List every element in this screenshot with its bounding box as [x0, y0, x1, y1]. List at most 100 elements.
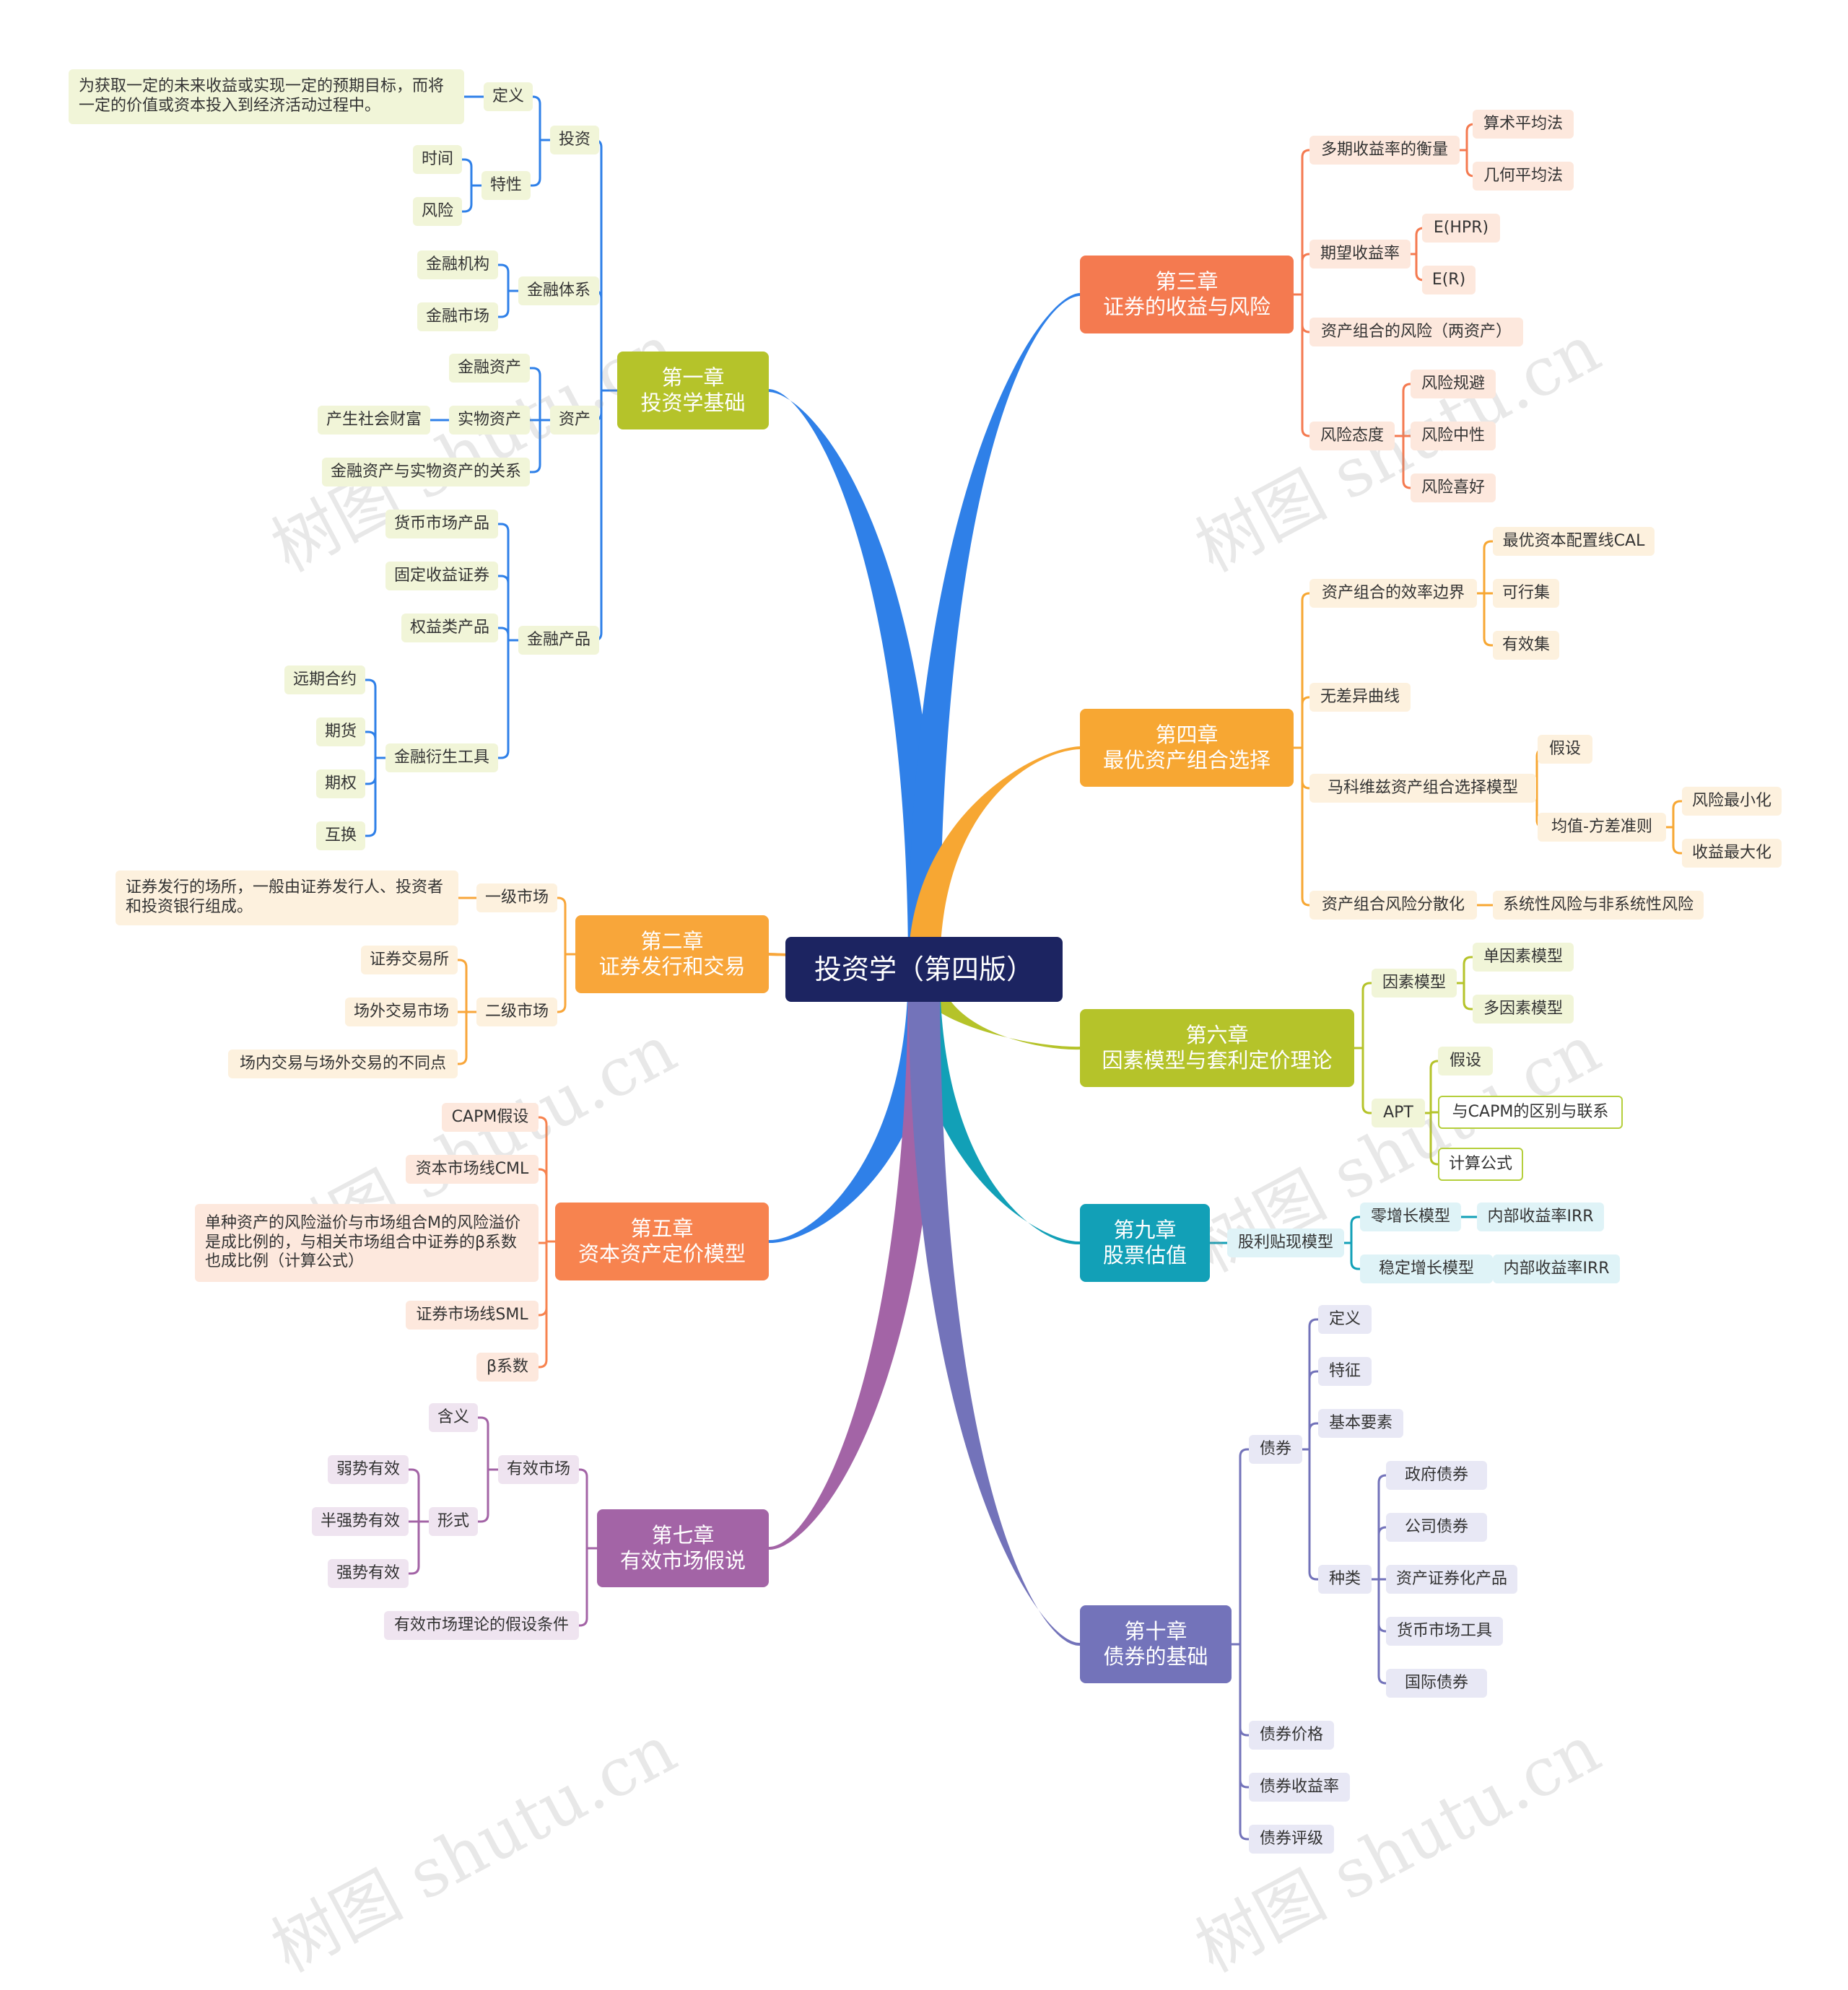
- node-geometric-average[interactable]: 几何平均法: [1473, 162, 1574, 191]
- node-option[interactable]: 期权: [316, 769, 365, 798]
- node-max-return[interactable]: 收益最大化: [1682, 839, 1782, 868]
- node-cml[interactable]: 资本市场线CML: [406, 1155, 539, 1184]
- node-mean-variance[interactable]: 均值-方差准则: [1538, 813, 1666, 842]
- node-feasible-set[interactable]: 可行集: [1493, 579, 1559, 608]
- node-risk[interactable]: 风险: [413, 197, 462, 226]
- node-derivatives[interactable]: 金融衍生工具: [385, 743, 498, 772]
- node-government-bond[interactable]: 政府债券: [1386, 1461, 1487, 1490]
- node-meaning[interactable]: 含义: [429, 1403, 478, 1432]
- root-topic[interactable]: 投资学（第四版）: [785, 937, 1063, 1002]
- node-apt-vs-capm[interactable]: 与CAPM的区别与联系: [1438, 1096, 1623, 1129]
- node-emh-assumptions[interactable]: 有效市场理论的假设条件: [384, 1611, 579, 1640]
- chapter-3[interactable]: 第三章 证券的收益与风险: [1080, 256, 1294, 333]
- node-efficient-market[interactable]: 有效市场: [498, 1455, 579, 1484]
- node-bond-types[interactable]: 种类: [1318, 1565, 1372, 1594]
- node-zero-growth-irr[interactable]: 内部收益率IRR: [1477, 1203, 1604, 1231]
- connector-line: [458, 959, 468, 1012]
- node-risk-neutral[interactable]: 风险中性: [1411, 422, 1496, 450]
- node-invest[interactable]: 投资: [550, 126, 599, 154]
- node-equity-products[interactable]: 权益类产品: [401, 614, 498, 642]
- node-multi-period-return[interactable]: 多期收益率的衡量: [1309, 136, 1460, 165]
- node-international-bond[interactable]: 国际债券: [1386, 1669, 1487, 1698]
- node-corporate-bond[interactable]: 公司债券: [1386, 1513, 1487, 1542]
- node-apt-formula[interactable]: 计算公式: [1438, 1148, 1523, 1181]
- node-dividend-discount-model[interactable]: 股利贴现模型: [1227, 1229, 1344, 1257]
- node-bond-definition[interactable]: 定义: [1318, 1305, 1372, 1334]
- chapter-1[interactable]: 第一章 投资学基础: [617, 352, 769, 429]
- chapter-7[interactable]: 第七章 有效市场假说: [597, 1509, 769, 1587]
- node-expected-return[interactable]: 期望收益率: [1309, 240, 1411, 269]
- node-primary-market[interactable]: 一级市场: [476, 883, 557, 912]
- node-risk-averse[interactable]: 风险规避: [1411, 370, 1496, 398]
- node-secondary-market[interactable]: 二级市场: [476, 998, 557, 1026]
- node-risk-loving[interactable]: 风险喜好: [1411, 474, 1496, 502]
- node-primary-market-text[interactable]: 证券发行的场所，一般由证券发行人、投资者 和投资银行组成。: [116, 870, 458, 925]
- node-portfolio-risk[interactable]: 资产组合的风险（两资产）: [1309, 318, 1523, 346]
- node-financial-asset[interactable]: 金融资产: [449, 354, 530, 383]
- node-bond-price[interactable]: 债券价格: [1249, 1721, 1334, 1750]
- node-risk-attitude[interactable]: 风险态度: [1309, 422, 1395, 450]
- node-beta[interactable]: β系数: [476, 1353, 539, 1382]
- chapter-4[interactable]: 第四章 最优资产组合选择: [1080, 709, 1294, 787]
- node-asset[interactable]: 资产: [550, 406, 599, 435]
- node-capm-assumptions[interactable]: CAPM假设: [442, 1103, 539, 1132]
- node-bond-elements[interactable]: 基本要素: [1318, 1409, 1403, 1438]
- node-constant-growth[interactable]: 稳定增长模型: [1360, 1254, 1493, 1283]
- node-ehpr[interactable]: E(HPR): [1422, 214, 1500, 243]
- node-zero-growth[interactable]: 零增长模型: [1360, 1203, 1461, 1231]
- node-futures[interactable]: 期货: [316, 717, 365, 746]
- node-apt[interactable]: APT: [1372, 1099, 1425, 1127]
- node-diversification[interactable]: 资产组合风险分散化: [1309, 891, 1477, 920]
- node-fixed-income[interactable]: 固定收益证券: [385, 562, 498, 590]
- node-sml[interactable]: 证券市场线SML: [406, 1301, 539, 1330]
- node-er[interactable]: E(R): [1422, 266, 1476, 294]
- node-bond-features[interactable]: 特征: [1318, 1357, 1372, 1386]
- node-factor-model[interactable]: 因素模型: [1372, 969, 1457, 998]
- node-forms[interactable]: 形式: [429, 1507, 478, 1536]
- node-time[interactable]: 时间: [413, 145, 462, 174]
- node-systematic-risk[interactable]: 系统性风险与非系统性风险: [1493, 891, 1704, 920]
- node-forward[interactable]: 远期合约: [284, 665, 365, 694]
- node-multi-factor[interactable]: 多因素模型: [1473, 995, 1574, 1024]
- node-real-asset[interactable]: 实物资产: [449, 406, 530, 435]
- node-asset-relation[interactable]: 金融资产与实物资产的关系: [322, 458, 530, 486]
- node-apt-assumptions[interactable]: 假设: [1438, 1047, 1493, 1075]
- node-indifference-curve[interactable]: 无差异曲线: [1309, 683, 1411, 712]
- node-markowitz-assumptions[interactable]: 假设: [1538, 735, 1592, 764]
- node-bond-rating[interactable]: 债券评级: [1249, 1825, 1334, 1854]
- node-efficient-set[interactable]: 有效集: [1493, 631, 1559, 660]
- node-financial-products[interactable]: 金融产品: [518, 626, 599, 655]
- node-money-market-products[interactable]: 货币市场产品: [385, 510, 498, 538]
- node-asset-backed[interactable]: 资产证券化产品: [1386, 1565, 1517, 1594]
- node-efficient-frontier[interactable]: 资产组合的效率边界: [1309, 579, 1477, 608]
- chapter-2[interactable]: 第二章 证券发行和交易: [575, 915, 769, 993]
- node-constant-growth-irr[interactable]: 内部收益率IRR: [1493, 1254, 1620, 1283]
- chapter-10[interactable]: 第十章 债券的基础: [1080, 1605, 1232, 1683]
- node-swap[interactable]: 互换: [316, 821, 365, 850]
- node-stock-exchange[interactable]: 证券交易所: [361, 946, 458, 974]
- node-weak-form[interactable]: 弱势有效: [328, 1455, 409, 1484]
- chapter-9[interactable]: 第九章 股票估值: [1080, 1204, 1210, 1282]
- node-social-wealth[interactable]: 产生社会财富: [318, 406, 430, 435]
- node-financial-institution[interactable]: 金融机构: [417, 250, 498, 279]
- node-markowitz-model[interactable]: 马科维兹资产组合选择模型: [1309, 774, 1536, 803]
- chapter-5[interactable]: 第五章 资本资产定价模型: [555, 1203, 769, 1280]
- node-otc-market[interactable]: 场外交易市场: [345, 998, 458, 1026]
- node-semi-strong-form[interactable]: 半强势有效: [312, 1507, 409, 1536]
- node-arithmetic-average[interactable]: 算术平均法: [1473, 110, 1574, 139]
- node-risk-premium-text[interactable]: 单种资产的风险溢价与市场组合M的风险溢价 是成比例的，与相关市场组合中证券的β系…: [195, 1204, 539, 1282]
- node-strong-form[interactable]: 强势有效: [328, 1559, 409, 1588]
- node-bond[interactable]: 债券: [1249, 1435, 1302, 1464]
- node-financial-system[interactable]: 金融体系: [518, 276, 599, 305]
- node-feature[interactable]: 特性: [481, 171, 531, 200]
- node-definition-text[interactable]: 为获取一定的未来收益或实现一定的预期目标，而将 一定的价值或资本投入到经济活动过…: [69, 69, 464, 124]
- chapter-6[interactable]: 第六章 因素模型与套利定价理论: [1080, 1009, 1354, 1087]
- node-bond-yield[interactable]: 债券收益率: [1249, 1773, 1350, 1802]
- node-optimal-cal[interactable]: 最优资本配置线CAL: [1493, 527, 1655, 556]
- node-single-factor[interactable]: 单因素模型: [1473, 943, 1574, 972]
- node-min-risk[interactable]: 风险最小化: [1682, 787, 1782, 816]
- node-money-market-instruments[interactable]: 货币市场工具: [1386, 1617, 1503, 1646]
- node-exchange-vs-otc[interactable]: 场内交易与场外交易的不同点: [228, 1049, 458, 1078]
- node-definition[interactable]: 定义: [484, 82, 533, 111]
- node-financial-market[interactable]: 金融市场: [417, 302, 498, 331]
